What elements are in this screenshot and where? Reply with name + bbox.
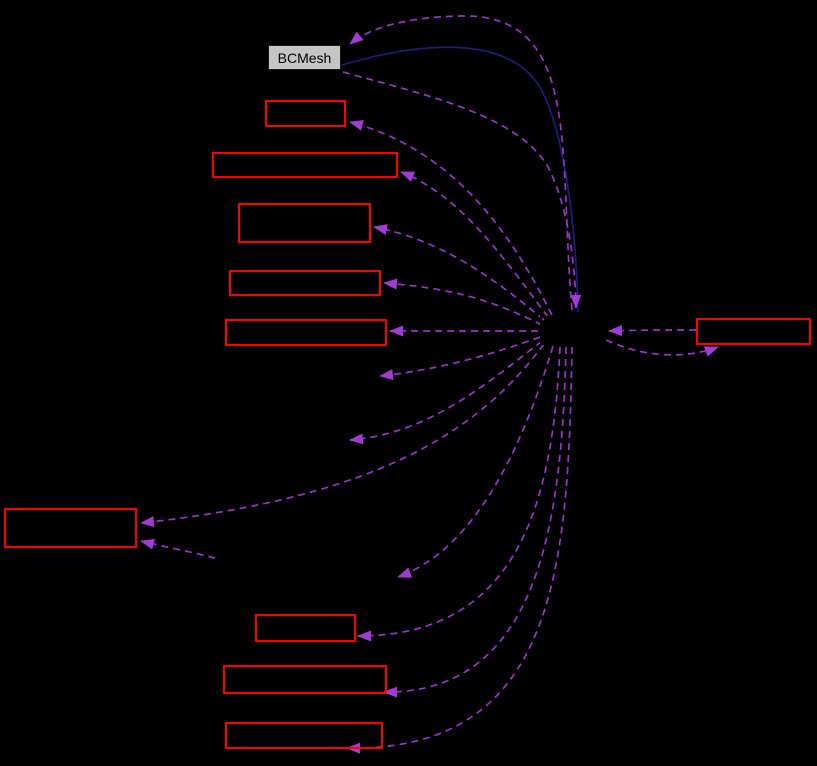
- edge-center-to-bcmesh: [349, 15, 573, 311]
- node-left[interactable]: [4, 508, 137, 548]
- edge-center-to-node-f: [357, 346, 561, 642]
- node-g[interactable]: [223, 665, 387, 694]
- edge-center-to-right-node: [605, 339, 719, 357]
- node-e[interactable]: [225, 319, 387, 346]
- node-d[interactable]: [229, 270, 381, 296]
- node-c[interactable]: [238, 203, 371, 243]
- hidden-node-2: [230, 426, 347, 454]
- node-bcmesh-label: BCMesh: [277, 49, 332, 66]
- edge-center-to-hidden-2: [349, 340, 543, 445]
- edge-right-node-to-center: [608, 325, 697, 337]
- edge-center-to-hidden-3: [397, 345, 554, 578]
- edge-center-to-node-c: [373, 224, 545, 321]
- node-b[interactable]: [212, 152, 398, 178]
- edge-center-to-left-node: [140, 343, 545, 528]
- edge-center-to-node-d: [383, 278, 543, 326]
- edge-center-to-node-b: [400, 171, 549, 318]
- edge-center-to-node-h: [346, 346, 573, 754]
- hidden-node-3: [215, 563, 395, 592]
- edge-inheritance-bcmesh-center: [341, 46, 579, 313]
- edge-hidden-3-to-left-node: [140, 538, 216, 559]
- node-h[interactable]: [225, 722, 383, 749]
- node-center-hidden: [540, 316, 606, 345]
- edge-bcmesh-to-center: [342, 71, 582, 309]
- hidden-node-1: [290, 362, 377, 390]
- edge-center-to-hidden-1: [379, 336, 541, 381]
- node-right[interactable]: [696, 318, 811, 345]
- edge-center-to-node-g: [383, 346, 567, 698]
- node-bcmesh[interactable]: BCMesh: [268, 45, 341, 70]
- node-f[interactable]: [255, 614, 356, 642]
- node-a[interactable]: [265, 100, 346, 127]
